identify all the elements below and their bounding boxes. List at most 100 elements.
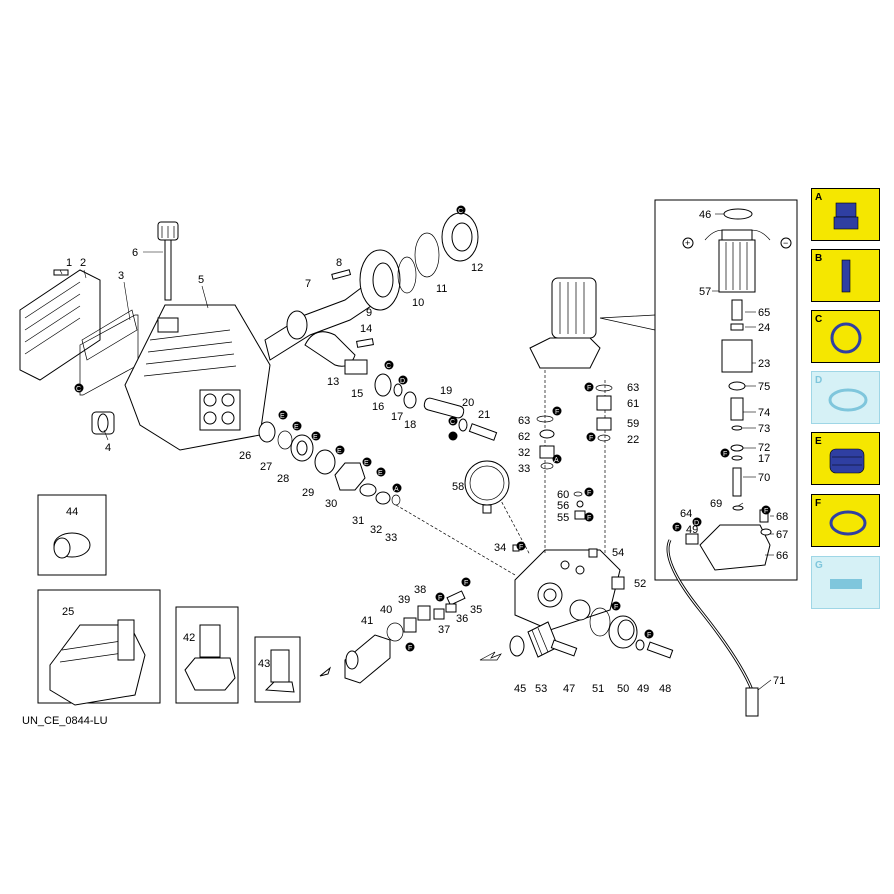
leader-lines	[59, 213, 774, 691]
ref-letter: F	[647, 632, 651, 639]
fitting-44	[53, 532, 91, 559]
callout-59: 59	[627, 418, 639, 430]
callout-15: 15	[351, 388, 363, 400]
callout-46: 46	[699, 209, 711, 221]
ref-marker-e-4	[335, 445, 345, 455]
legend-letter-b-svg: B	[815, 253, 822, 264]
callout-41: 41	[361, 615, 373, 627]
callout-56: 56	[557, 500, 569, 512]
callout-47: 47	[563, 683, 575, 695]
callout-75: 75	[758, 381, 770, 393]
legend-f: F	[811, 494, 880, 547]
oring-60	[573, 491, 583, 497]
callout-70: 70	[758, 472, 770, 484]
minus-symbol: −	[783, 238, 788, 248]
inset-44	[37, 494, 107, 576]
valve-37	[433, 608, 445, 620]
oil-seal-kit-icon: C	[812, 311, 879, 362]
callout-64: 64	[680, 508, 692, 520]
callout-28: 28	[277, 473, 289, 485]
ref-marker-c-2	[456, 205, 466, 215]
manifold	[514, 549, 621, 631]
spring-35	[446, 590, 466, 606]
callout-23: 23	[758, 358, 770, 370]
valve-kit-icon: A	[812, 189, 879, 240]
callout-32b: 32	[518, 447, 530, 459]
callout-16: 16	[372, 401, 384, 413]
ref-letter: F	[587, 515, 591, 522]
callout-17b: 17	[758, 453, 770, 465]
callout-7: 7	[305, 278, 311, 290]
cover-50	[608, 615, 638, 649]
callout-27: 27	[260, 461, 272, 473]
ref-letter: C	[76, 386, 81, 393]
callout-60: 60	[557, 489, 569, 501]
callout-30: 30	[325, 498, 337, 510]
callout-50: 50	[617, 683, 629, 695]
ref-marker-f-14	[672, 522, 682, 532]
callout-74: 74	[758, 407, 770, 419]
wrist-pin	[356, 338, 374, 348]
callout-9: 9	[366, 307, 372, 319]
ref-marker-f-7	[435, 592, 445, 602]
ref-letter: F	[764, 508, 768, 515]
callout-48: 48	[659, 683, 671, 695]
dipstick	[157, 221, 179, 301]
ref-marker-f-5	[584, 512, 594, 522]
ref-marker-f-11	[516, 541, 526, 551]
callout-45: 45	[514, 683, 526, 695]
legend-letter-g-svg: G	[815, 560, 823, 571]
callout-labels: 1 2 3 4 5 6 7 8 9 10 11 12 13 14 15 16 1…	[62, 209, 788, 695]
callout-1: 1	[66, 257, 72, 269]
legend-e: E	[811, 432, 880, 485]
legend-letter-c-svg: C	[815, 314, 822, 325]
ref-letter: F	[519, 544, 523, 551]
callout-6: 6	[132, 247, 138, 259]
gasket-kit-icon: G	[812, 557, 879, 608]
callout-55: 55	[557, 512, 569, 524]
oring-kit-icon: F	[812, 495, 879, 546]
ref-letter: E	[313, 434, 318, 441]
seat-55	[574, 510, 586, 520]
ref-letter: A	[394, 486, 399, 493]
ref-marker-c-4	[448, 416, 458, 426]
hose-fitting	[745, 687, 759, 717]
callout-66: 66	[776, 550, 788, 562]
callout-21: 21	[478, 409, 490, 421]
spring-39	[403, 617, 417, 633]
ref-letter: F	[464, 580, 468, 587]
ref-letter: E	[378, 470, 383, 477]
connecting-rod	[304, 331, 356, 367]
oring-33	[391, 494, 401, 506]
plunger-kit-icon: B	[812, 250, 879, 301]
plunger	[423, 397, 465, 419]
ref-letter: F	[587, 385, 591, 392]
callout-52: 52	[634, 578, 646, 590]
retaining-ring	[414, 232, 440, 278]
bearing	[359, 249, 401, 311]
washer-49	[635, 639, 645, 651]
ball-56	[576, 500, 584, 508]
callout-72: 72	[758, 442, 770, 454]
detail-frame	[654, 199, 798, 581]
callout-38: 38	[414, 584, 426, 596]
valve-38	[417, 605, 431, 621]
ref-marker-d	[398, 375, 408, 385]
legend-d: D	[811, 371, 880, 424]
callout-62: 62	[518, 431, 530, 443]
diagram-code: UN_CE_0844-LU	[22, 715, 108, 727]
key	[331, 269, 352, 280]
callout-5: 5	[198, 274, 204, 286]
ref-letter: C	[450, 419, 455, 426]
inlet-arrow	[479, 651, 502, 661]
ref-letter: F	[438, 595, 442, 602]
ref-marker-a-2	[552, 454, 562, 464]
callout-57: 57	[699, 286, 711, 298]
seal-26	[258, 421, 276, 443]
water-seal-kit-icon: E	[812, 433, 879, 484]
oring-27	[277, 430, 293, 450]
ref-letter: F	[408, 645, 412, 652]
callout-44: 44	[66, 506, 78, 518]
inset-43	[254, 636, 301, 703]
